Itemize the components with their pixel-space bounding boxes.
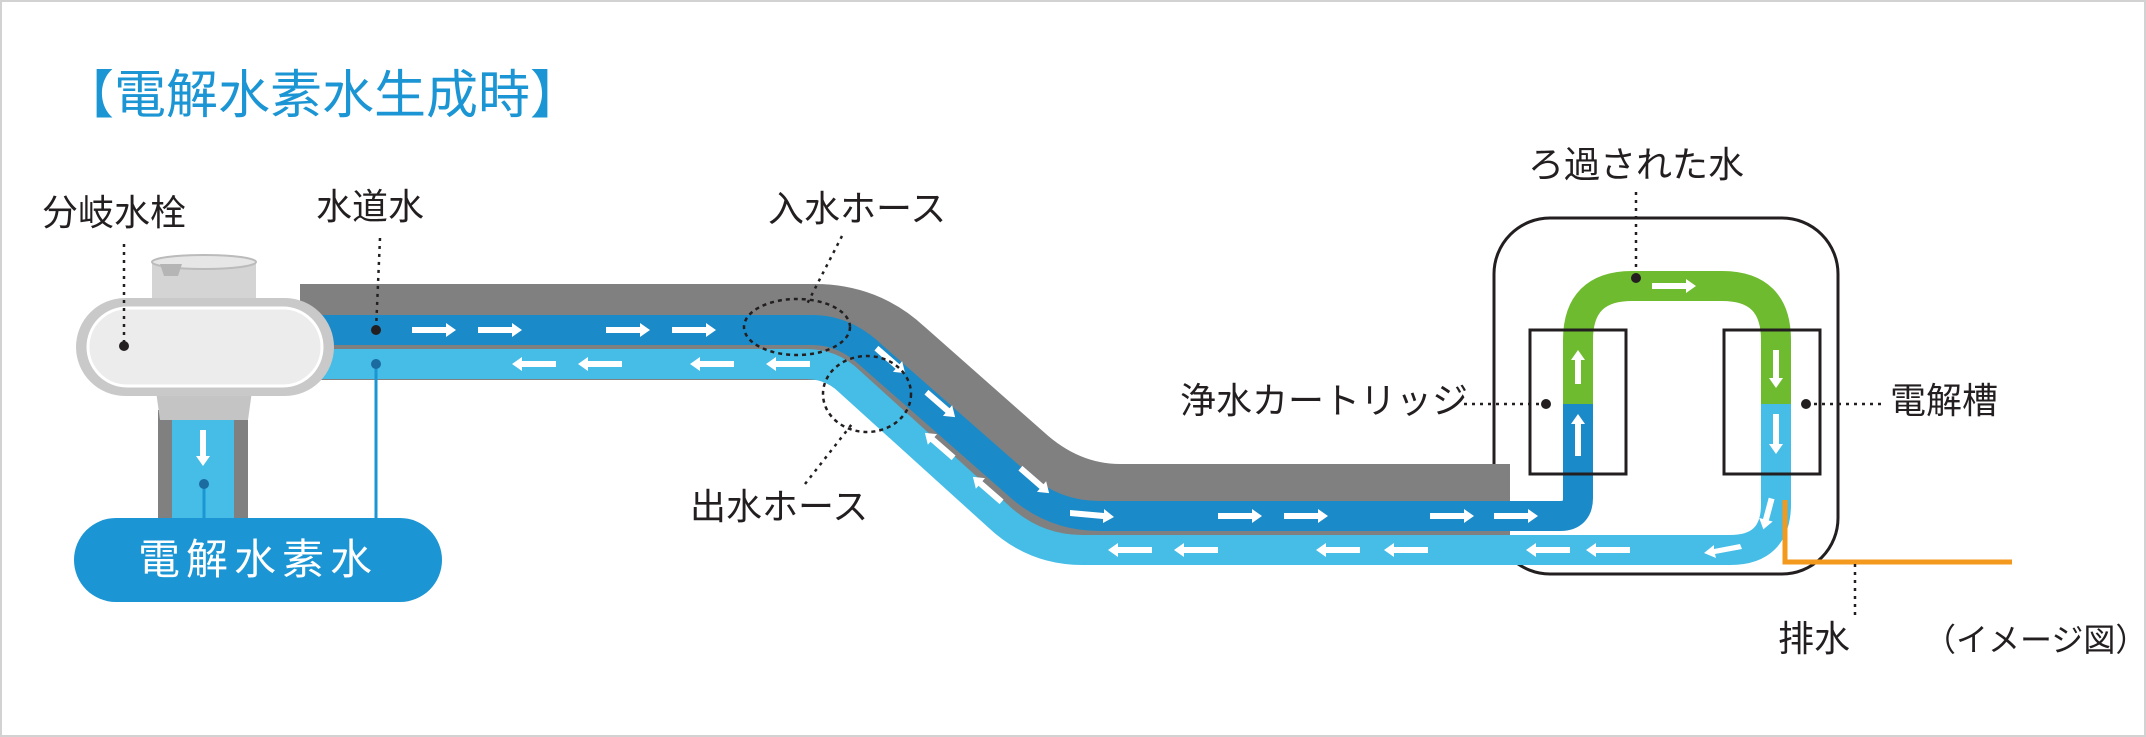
filtered-water-label: ろ過された水 [1528,145,1745,186]
hydrogen-water-badge-text: 電解水素水 [137,535,378,584]
cartridge-dot [1541,399,1551,409]
diagram-title: 【電解水素水生成時】 [62,66,583,126]
output-dot [371,359,381,369]
tap-water-label: 水道水 [316,187,425,228]
drain-label: 排水 [1778,619,1851,660]
hydrogen-water-badge: 電解水素水 [74,518,442,602]
tank-label: 電解槽 [1890,381,1999,422]
filter-cartridge-box [1528,328,1628,476]
outlet-hose-label: 出水ホース [690,487,869,528]
faucet-label: 分岐水栓 [42,193,187,234]
inlet-hose-marker [742,297,852,357]
inlet-hose-label: 入水ホース [768,189,947,230]
tap-water-flow [300,315,1593,531]
output-pipe-dot [199,479,209,489]
inlet-hose-leader [804,235,844,307]
filtered-water-dot [1631,273,1641,283]
faucet-dot [119,341,129,351]
tank-dot [1801,399,1811,409]
outlet-hose-marker [821,354,913,434]
tap-water-dot [371,325,381,335]
electrolysis-tank-box [1722,328,1822,476]
image-note: （イメージ図） [1924,621,2146,659]
outlet-hose-leader [804,423,853,485]
drain-line [1782,500,2012,565]
cartridge-label: 浄水カートリッジ [1180,381,1469,422]
faucet-icon [76,254,334,420]
